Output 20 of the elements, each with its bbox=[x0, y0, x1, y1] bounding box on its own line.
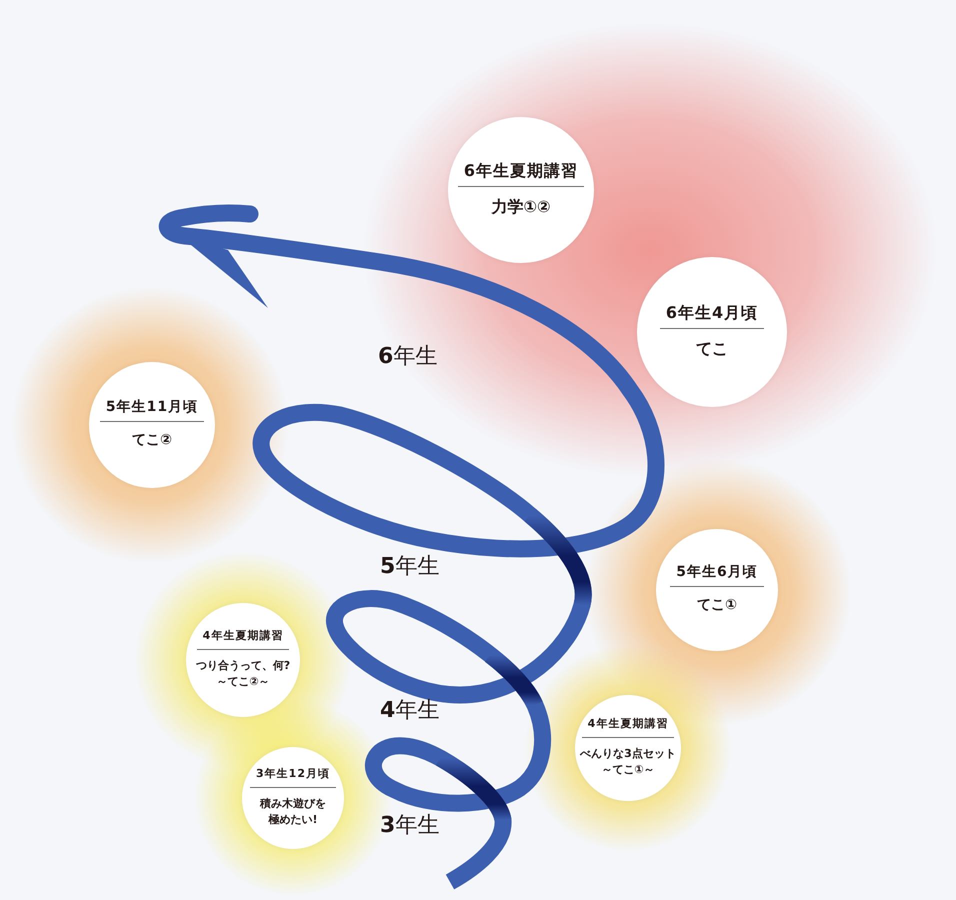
circle-text: てこ bbox=[696, 338, 728, 360]
circle-heading: 4年生夏期講習 bbox=[196, 629, 290, 650]
circle-heading: 5年生6月頃 bbox=[670, 564, 764, 588]
circle-text: 力学①② bbox=[491, 196, 551, 218]
grade-label: 4年生 bbox=[380, 700, 440, 722]
circle-text: ～てこ②～ bbox=[216, 674, 270, 690]
circle-text: 積み木遊びを極めたい! bbox=[258, 796, 327, 828]
circle-text: てこ② bbox=[132, 431, 172, 450]
circle-text: ～てこ①～ bbox=[601, 762, 655, 778]
grade-label: 6年生 bbox=[378, 346, 438, 368]
grade-label: 5年生 bbox=[380, 556, 440, 578]
circle-text: つり合うって、何? bbox=[196, 658, 290, 674]
grade-label: 3年生 bbox=[380, 815, 440, 837]
circle-text: てこ① bbox=[697, 596, 737, 616]
circle-heading: 3年生12月頃 bbox=[250, 767, 336, 788]
circle-heading: 6年生夏期講習 bbox=[458, 160, 584, 188]
circle-heading: 4年生夏期講習 bbox=[582, 717, 674, 738]
circle-heading: 5年生11月頃 bbox=[100, 398, 204, 422]
circle-text: べんりな3点セット bbox=[580, 746, 676, 762]
circle-heading: 6年生4月頃 bbox=[660, 302, 764, 330]
